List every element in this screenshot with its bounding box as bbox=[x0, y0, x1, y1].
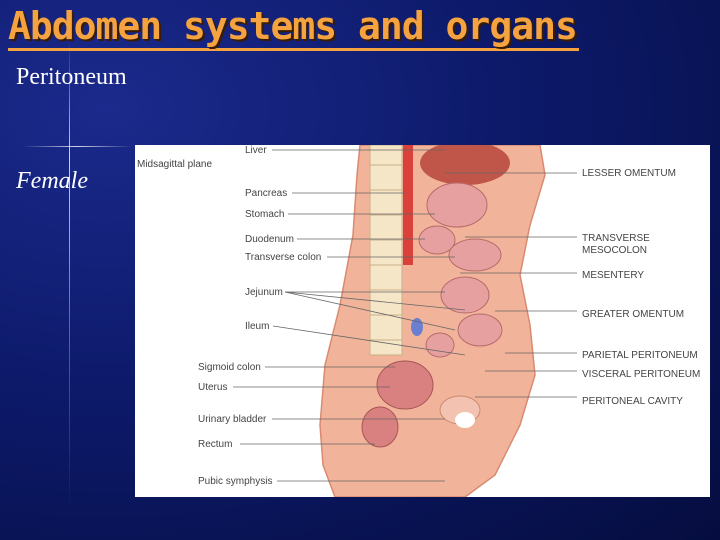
liver-organ bbox=[420, 145, 510, 185]
label-duodenum: Duodenum bbox=[245, 234, 294, 245]
aorta bbox=[403, 145, 413, 265]
sparkle-vertical bbox=[69, 40, 70, 510]
label-pancreas: Pancreas bbox=[245, 188, 287, 199]
anatomy-figure: Midsagittal plane Liver Pancreas Stomach… bbox=[135, 145, 710, 497]
label-pubic-symphysis: Pubic symphysis bbox=[198, 476, 272, 487]
label-visceral-peritoneum: VISCERAL PERITONEUM bbox=[582, 369, 700, 380]
label-liver: Liver bbox=[245, 145, 267, 156]
sparkle-horizontal bbox=[22, 146, 132, 147]
label-peritoneal-cavity: PERITONEAL CAVITY bbox=[582, 396, 683, 407]
section-label: Female bbox=[16, 168, 88, 194]
uterus-organ bbox=[376, 360, 434, 410]
bowel-loop bbox=[425, 332, 455, 358]
bladder-highlight bbox=[455, 412, 475, 428]
stomach-organ bbox=[426, 182, 488, 228]
label-stomach: Stomach bbox=[245, 209, 284, 220]
label-greater-omentum: GREATER OMENTUM bbox=[582, 309, 684, 320]
label-urinary-bladder: Urinary bladder bbox=[198, 414, 267, 425]
label-rectum: Rectum bbox=[198, 439, 232, 450]
label-parietal-peritoneum: PARIETAL PERITONEUM bbox=[582, 350, 698, 361]
label-jejunum: Jejunum bbox=[245, 287, 283, 298]
label-transverse: TRANSVERSE bbox=[582, 233, 650, 244]
label-lesser-omentum: LESSER OMENTUM bbox=[582, 168, 676, 179]
slide-subtitle: Peritoneum bbox=[16, 64, 127, 90]
label-mesocolon: MESOCOLON bbox=[582, 245, 647, 256]
rectum-organ bbox=[361, 406, 399, 448]
plane-label: Midsagittal plane bbox=[137, 159, 212, 170]
left-leader-lines bbox=[233, 149, 466, 482]
ileum-organ bbox=[457, 313, 503, 347]
colon-organ bbox=[448, 238, 502, 272]
slide-title: Abdomen systems and organs bbox=[8, 4, 579, 51]
anatomy-illustration: Midsagittal plane Liver Pancreas Stomach… bbox=[137, 145, 700, 497]
right-leader-lines bbox=[445, 172, 577, 398]
label-sigmoid-colon: Sigmoid colon bbox=[198, 362, 261, 373]
label-transverse-colon: Transverse colon bbox=[245, 252, 321, 263]
label-uterus: Uterus bbox=[198, 382, 227, 393]
spine bbox=[369, 145, 403, 356]
jejunum-organ bbox=[440, 276, 490, 314]
label-mesentery: MESENTERY bbox=[582, 270, 644, 281]
label-ileum: Ileum bbox=[245, 321, 269, 332]
duodenum-organ bbox=[418, 225, 456, 255]
